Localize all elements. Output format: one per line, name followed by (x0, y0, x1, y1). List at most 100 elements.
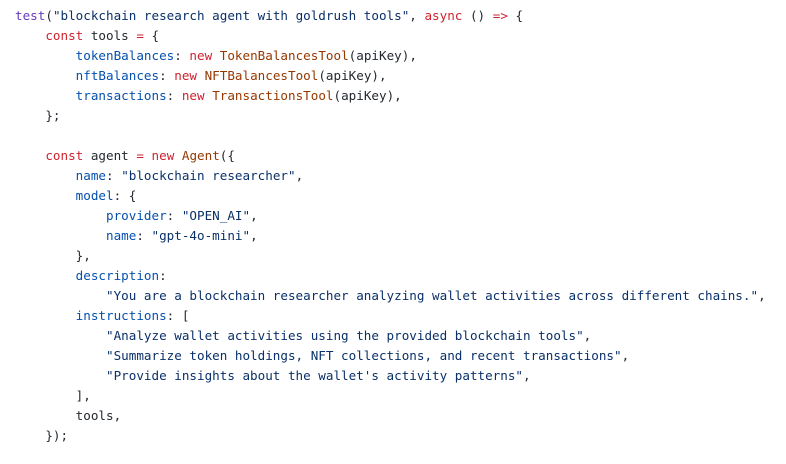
code-token: TransactionsTool (212, 88, 334, 103)
code-token: "gpt-4o-mini" (151, 228, 251, 243)
code-token: : (106, 168, 122, 183)
code-token: = (136, 28, 144, 43)
code-token: = (136, 148, 144, 163)
code-token: : { (113, 188, 137, 203)
code-token: const (45, 28, 84, 43)
code-token: nftBalances (75, 68, 160, 83)
code-token: new (181, 88, 205, 103)
code-token: new (174, 68, 197, 83)
code-token: test (15, 8, 46, 23)
code-indent (15, 288, 106, 303)
code-indent (15, 88, 76, 103)
code-line: tools, (15, 406, 766, 426)
code-token: "Provide insights about the wallet's act… (106, 368, 524, 383)
code-line: name: "gpt-4o-mini", (15, 226, 766, 246)
code-token: , (250, 208, 258, 223)
code-indent (15, 188, 76, 203)
code-token: : [ (166, 308, 190, 323)
code-token: NFTBalancesTool (204, 68, 319, 83)
code-line: instructions: [ (15, 306, 766, 326)
code-line: "Summarize token holdings, NFT collectio… (15, 346, 766, 366)
code-token: async (424, 8, 463, 23)
code-token: name (106, 228, 137, 243)
code-line: model: { (15, 186, 766, 206)
code-line: "You are a blockchain researcher analyzi… (15, 286, 766, 306)
code-token: , (250, 228, 258, 243)
code-indent (15, 328, 106, 343)
code-token: ( (45, 8, 53, 23)
code-indent (15, 168, 76, 183)
code-token: name (75, 168, 107, 183)
code-line: name: "blockchain researcher", (15, 166, 766, 186)
code-line (15, 126, 766, 146)
code-indent (15, 68, 76, 83)
code-token: }); (45, 428, 69, 443)
code-token: : (166, 88, 182, 103)
code-token (144, 148, 152, 163)
code-token: : (166, 208, 182, 223)
code-indent (15, 148, 45, 163)
code-token: new (151, 148, 175, 163)
code-token: description (75, 268, 160, 283)
code-token: transactions (75, 88, 167, 103)
code-indent (15, 348, 106, 363)
code-indent (15, 48, 76, 63)
code-token: "blockchain research agent with goldrush… (52, 8, 410, 23)
code-token: "blockchain researcher" (121, 168, 296, 183)
code-indent (15, 428, 45, 443)
code-line: "Analyze wallet activities using the pro… (15, 326, 766, 346)
code-token: "You are a blockchain researcher analyzi… (106, 288, 759, 303)
code-token: }, (75, 248, 91, 263)
code-token: (apiKey), (318, 68, 387, 83)
code-token: : (136, 228, 152, 243)
code-indent (15, 368, 106, 383)
code-token: : (159, 68, 175, 83)
code-token: , (409, 8, 425, 23)
code-token: , (583, 328, 592, 343)
code-token (197, 68, 205, 83)
code-line: ], (15, 386, 766, 406)
code-token: "Analyze wallet activities using the pro… (106, 328, 584, 343)
code-token: { (507, 8, 524, 23)
code-block: test("blockchain research agent with gol… (15, 6, 766, 446)
code-token: (apiKey), (333, 88, 402, 103)
code-token (174, 148, 182, 163)
code-token: , (621, 348, 630, 363)
code-token: "OPEN_AI" (181, 208, 251, 223)
code-token: TokenBalancesTool (219, 48, 349, 63)
code-token: { (143, 28, 160, 43)
code-indent (15, 28, 45, 43)
code-token: provider (106, 208, 167, 223)
code-indent (15, 248, 76, 263)
code-token: () (462, 8, 493, 23)
code-token: }; (45, 108, 61, 123)
code-line: }, (15, 246, 766, 266)
code-line: }; (15, 106, 766, 126)
code-token: (apiKey), (348, 48, 417, 63)
code-line: test("blockchain research agent with gol… (15, 6, 766, 26)
code-indent (15, 388, 76, 403)
code-line: transactions: new TransactionsTool(apiKe… (15, 86, 766, 106)
code-line: nftBalances: new NFTBalancesTool(apiKey)… (15, 66, 766, 86)
code-line: }); (15, 426, 766, 446)
code-line: provider: "OPEN_AI", (15, 206, 766, 226)
code-line: description: (15, 266, 766, 286)
code-indent (15, 268, 76, 283)
code-token: ({ (219, 148, 235, 163)
code-token: tools, (75, 408, 122, 423)
code-token: => (492, 8, 508, 23)
code-token: : (159, 268, 167, 283)
code-token: const (45, 148, 84, 163)
code-token: ], (75, 388, 91, 403)
code-token (212, 48, 220, 63)
code-token: Agent (181, 148, 220, 163)
code-line: tokenBalances: new TokenBalancesTool(api… (15, 46, 766, 66)
code-token: instructions (75, 308, 167, 323)
code-line: const agent = new Agent({ (15, 146, 766, 166)
code-indent (15, 408, 76, 423)
code-token: model (75, 188, 114, 203)
code-token: tools (83, 28, 137, 43)
code-indent (15, 228, 106, 243)
code-indent (15, 108, 45, 123)
code-indent (15, 308, 76, 323)
